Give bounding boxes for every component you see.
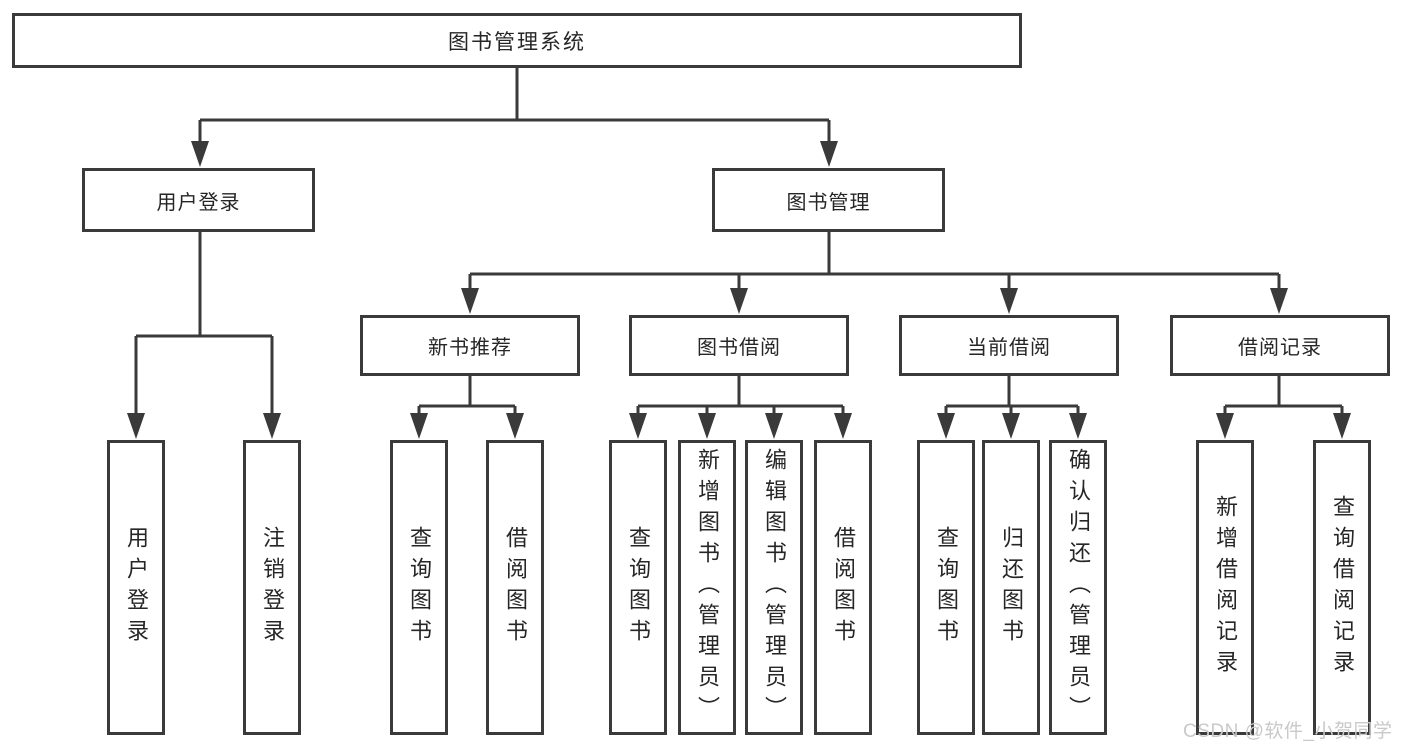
node-label: 归还图书 [999, 525, 1024, 650]
leaf-user-login: 用户登录 [107, 440, 165, 735]
leaf-query-books-recommend: 查询图书 [390, 440, 448, 735]
node-book-borrow: 图书借阅 [629, 315, 849, 376]
node-book-management: 图书管理 [712, 168, 945, 232]
node-new-book-recommend: 新书推荐 [360, 315, 580, 376]
node-label: 查询图书 [934, 525, 959, 650]
node-label: 新增借阅记录 [1213, 494, 1238, 681]
node-label: 查询图书 [407, 525, 432, 650]
node-label: 图书管理系统 [448, 30, 586, 54]
node-label: 编辑图书（管理员） [762, 448, 787, 727]
node-label: 查询图书 [626, 525, 651, 650]
node-book-management-system: 图书管理系统 [12, 13, 1022, 68]
csdn-watermark: CSDN @软件_小贺同学 [1183, 721, 1393, 742]
node-label: 借阅图书 [831, 525, 856, 650]
leaf-add-borrow-record: 新增借阅记录 [1196, 440, 1254, 735]
leaf-confirm-return-admin: 确认归还（管理员） [1049, 440, 1107, 735]
node-label: 新书推荐 [428, 337, 512, 359]
leaf-borrow-books-recommend: 借阅图书 [486, 440, 544, 735]
node-user-login: 用户登录 [82, 168, 315, 232]
arrowhead-icons [127, 141, 1351, 439]
node-borrow-records: 借阅记录 [1170, 315, 1390, 376]
leaf-query-borrow-record: 查询借阅记录 [1313, 440, 1371, 735]
node-label: 确认归还（管理员） [1066, 448, 1091, 727]
node-label: 用户登录 [124, 525, 149, 650]
node-label: 查询借阅记录 [1330, 494, 1355, 681]
node-label: 用户登录 [156, 191, 241, 214]
leaf-edit-book-admin: 编辑图书（管理员） [745, 440, 803, 735]
leaf-borrow-books: 借阅图书 [814, 440, 872, 735]
node-label: 借阅图书 [503, 525, 528, 650]
node-current-borrow: 当前借阅 [899, 315, 1119, 376]
node-label: 借阅记录 [1238, 337, 1322, 359]
leaf-add-book-admin: 新增图书（管理员） [678, 440, 736, 735]
leaf-return-books: 归还图书 [982, 440, 1040, 735]
node-label: 注销登录 [260, 525, 285, 650]
leaf-logout: 注销登录 [243, 440, 301, 735]
leaf-query-books-current: 查询图书 [917, 440, 975, 735]
leaf-query-books-borrow: 查询图书 [609, 440, 667, 735]
node-label: 新增图书（管理员） [695, 448, 720, 727]
node-label: 当前借阅 [967, 337, 1051, 359]
node-label: 图书借阅 [697, 337, 781, 359]
node-label: 图书管理 [786, 191, 871, 214]
